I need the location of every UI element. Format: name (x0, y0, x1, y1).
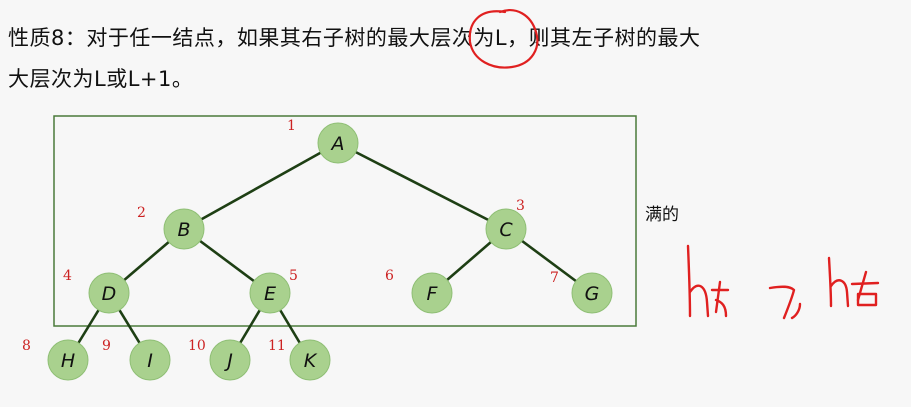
node-circle (289, 339, 331, 381)
property-statement-line-1: 性质8：对于任一结点，如果其右子树的最大层次为L，则其左子树的最大 (8, 26, 701, 50)
full-subtree-frame (53, 115, 637, 327)
node-index-E: 5 (289, 268, 298, 284)
node-label: J (223, 350, 233, 372)
node-index-A: 1 (287, 118, 296, 134)
tree-node-E: E (249, 272, 291, 314)
node-label: G (585, 283, 600, 305)
node-index-B: 2 (137, 205, 146, 221)
node-label: C (499, 219, 513, 241)
node-label: H (61, 350, 75, 372)
node-label: B (177, 219, 190, 241)
node-index-D: 4 (63, 268, 72, 284)
node-index-C: 3 (516, 198, 525, 214)
node-label: I (147, 350, 153, 372)
full-tree-note: 满的 (645, 205, 679, 225)
tree-nodes: A B C D E F G H I J K (47, 122, 613, 381)
node-circle (317, 122, 359, 164)
node-label: D (102, 283, 117, 305)
edge-A-C (337, 141, 507, 231)
node-circle (47, 339, 89, 381)
node-label: K (304, 350, 318, 372)
tree-node-B: B (163, 208, 205, 250)
tree-node-F: F (411, 272, 453, 314)
tree-node-C: C (485, 208, 527, 250)
tree-node-A: A (317, 122, 359, 164)
node-index-F: 6 (385, 268, 394, 284)
tree-node-G: G (571, 272, 613, 314)
tree-node-D: D (88, 272, 130, 314)
property-statement-line-2: 大层次为L或L+1。 (8, 67, 194, 91)
node-circle (163, 208, 205, 250)
node-label: A (330, 133, 345, 155)
tree-node-H: H (47, 339, 89, 381)
node-index-G: 7 (550, 270, 559, 286)
node-index-labels: 1 2 3 4 5 6 7 8 9 10 11 (22, 118, 559, 354)
highlight-circle-annotation (468, 9, 539, 69)
node-index-K: 11 (268, 338, 286, 354)
tree-node-J: J (209, 339, 251, 381)
node-circle (485, 208, 527, 250)
node-circle (411, 272, 453, 314)
tree-node-K: K (289, 339, 331, 381)
tree-node-I: I (129, 339, 171, 381)
node-circle (129, 339, 171, 381)
node-circle (571, 272, 613, 314)
tree-edges (66, 141, 593, 361)
node-index-H: 8 (22, 338, 31, 354)
node-circle (209, 339, 251, 381)
handwritten-height-annotation (686, 244, 880, 320)
node-circle (249, 272, 291, 314)
node-circle (88, 272, 130, 314)
node-index-J: 10 (188, 338, 206, 354)
node-index-I: 9 (102, 338, 111, 354)
node-label: E (264, 283, 276, 305)
edge-A-B (183, 141, 339, 231)
node-label: F (427, 283, 439, 305)
